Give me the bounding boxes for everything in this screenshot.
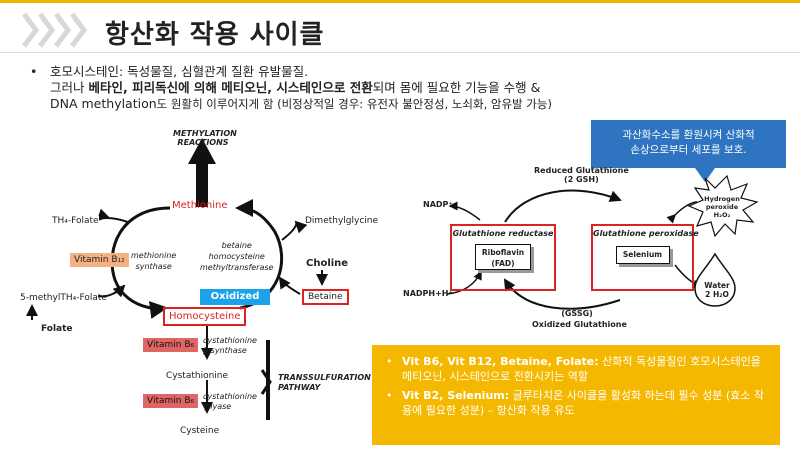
water-drop-icon — [694, 252, 736, 307]
betaine-box: Betaine — [302, 289, 349, 305]
intro-line-2a: 그러나 — [50, 80, 89, 95]
methionine-label: Methionine — [172, 200, 228, 211]
summary-box: • Vit B6, Vit B12, Betaine, Folate: 산화적 … — [372, 345, 780, 445]
choline-label: Choline — [306, 258, 349, 269]
transsulfuration-label: TRANSSULFURATION PATHWAY — [278, 373, 371, 392]
vitamin-b12-tag: Vitamin B₁₂ — [70, 253, 129, 267]
glutathione-peroxidase-box: Glutathione peroxidase Selenium — [591, 224, 699, 291]
intro-line-1: 호모시스테인: 독성물질, 심혈관계 질환 유발물질. — [50, 64, 309, 79]
methylation-reactions-label: METHYLATION REACTIONS — [173, 129, 237, 147]
cgl-label: cystathionine γ lyase — [203, 392, 257, 411]
methylation-cycle-arrows — [26, 138, 328, 420]
callout-line-1: 과산화수소를 환원시켜 산화적 — [622, 129, 755, 141]
hydrogen-peroxide-label: Hydrogen peroxide H₂O₂ — [704, 195, 740, 219]
bhmt-label: betaine homocysteine methyltransferase — [200, 241, 274, 272]
intro-paragraph: • 호모시스테인: 독성물질, 심혈관계 질환 유발물질. 그러나 베타인, 피… — [30, 64, 790, 112]
methyl-thf-folate-label: 5-methylTH₄-Folate — [20, 293, 107, 303]
intro-bullet: • — [30, 64, 38, 79]
vitamin-b6-tag-2: Vitamin B₆ — [143, 394, 199, 408]
cbs-label: cystathionine β synthase — [203, 336, 257, 355]
nadp-label: NADP⁺ — [423, 200, 453, 209]
page-title: 항산화 작용 사이클 — [105, 20, 325, 50]
oxidized-glutathione-label: (GSSG) Oxidized Glutathione — [532, 309, 627, 329]
glutathione-peroxidase-label: Glutathione peroxidase — [593, 229, 699, 238]
cystathionine-label: Cystathionine — [166, 371, 229, 381]
glutathione-reductase-label: Glutathione reductase — [452, 229, 554, 238]
oxidized-badge: Oxidized — [200, 289, 270, 305]
title-divider — [0, 52, 800, 53]
intro-line-3b: 도 원활히 이루어지게 함 (비정상적일 경우: 유전자 불안정성, 노쇠화, … — [156, 97, 552, 111]
dimethylglycine-label: Dimethylglycine — [305, 216, 379, 226]
cysteine-label: Cysteine — [180, 426, 220, 436]
glutathione-reductase-box: Glutathione reductase Riboflavin (FAD) — [450, 224, 556, 291]
selenium-block: Selenium — [615, 246, 670, 264]
reduced-glutathione-label: Reduced Glutathione (2 GSH) — [534, 166, 629, 184]
intro-line-3a: DNA methylation — [50, 96, 157, 111]
intro-line-2: 그러나 베타인, 피리독신에 의해 메티오닌, 시스테인으로 전환되며 몸에 필… — [50, 80, 790, 96]
water-label: Water 2 H₂O — [704, 281, 730, 299]
folate-label: Folate — [41, 324, 73, 334]
explosion-burst-icon — [687, 174, 759, 238]
intro-line-2b: 베타인, 피리독신에 의해 메티오닌, 시스테인으로 전환 — [88, 80, 373, 95]
summary-item-1: • Vit B6, Vit B12, Betaine, Folate: 산화적 … — [386, 355, 761, 383]
thf-folate-label: TH₄-Folate — [52, 216, 99, 226]
top-accent-bar — [0, 0, 800, 3]
glutathione-cycle-arrows — [446, 168, 759, 310]
intro-line-2c: 되며 몸에 필요한 기능을 수행 & — [372, 80, 541, 95]
intro-line-3: DNA methylation도 원활히 이루어지게 함 (비정상적일 경우: … — [50, 96, 790, 112]
chevron-decoration — [22, 12, 88, 48]
summary-item-2: • Vit B2, Selenium: 글루타치온 사이클을 활성화 하는데 필… — [386, 389, 765, 417]
vitamin-b6-tag-1: Vitamin B₆ — [143, 338, 199, 352]
methionine-synthase-label: methionine synthase — [131, 251, 177, 271]
callout-box: 과산화수소를 환원시켜 산화적 손상으로부터 세포를 보호. — [591, 120, 786, 168]
riboflavin-block: Riboflavin (FAD) — [475, 244, 531, 270]
callout-line-2: 손상으로부터 세포를 보호. — [630, 144, 747, 156]
homocysteine-box: Homocysteine — [163, 307, 247, 326]
nadph-label: NADPH+H⁺ — [403, 289, 453, 298]
